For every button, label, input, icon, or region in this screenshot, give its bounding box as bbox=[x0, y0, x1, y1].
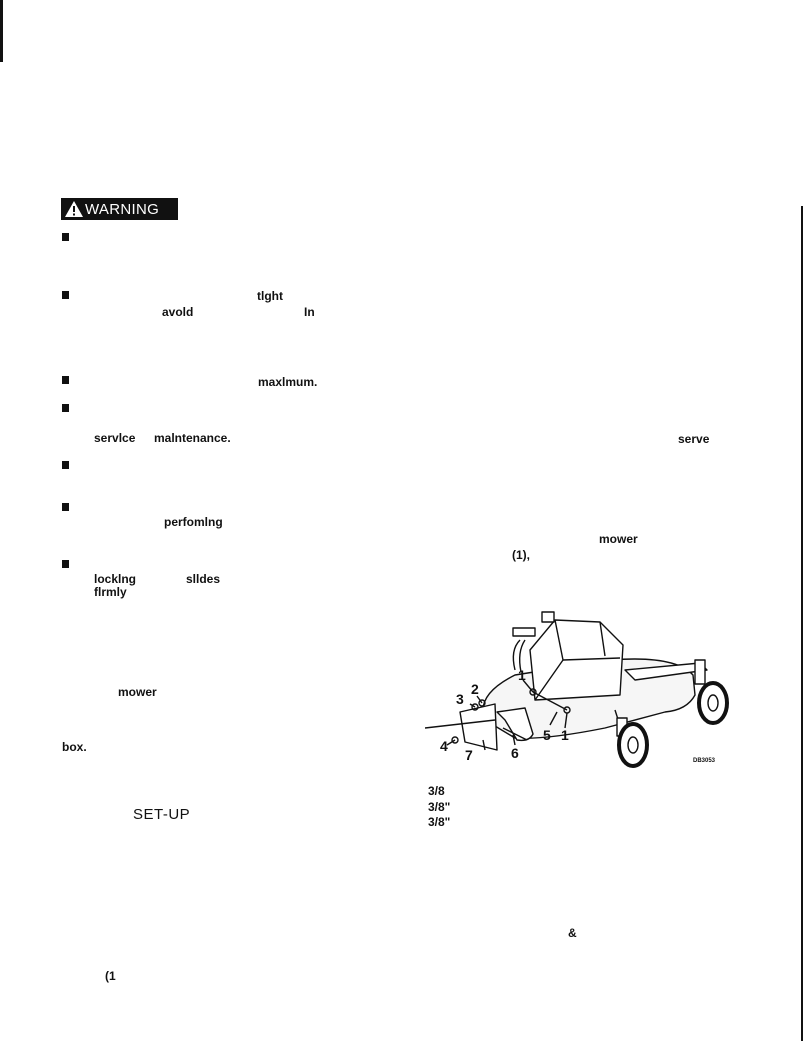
figure-code: DB3053 bbox=[693, 758, 716, 764]
left-edge-bar bbox=[0, 0, 3, 62]
word-avoid: avold bbox=[162, 305, 194, 319]
word-tight: tlght bbox=[257, 289, 283, 303]
parts-list-item: 3/8" bbox=[428, 815, 451, 829]
bullet-5 bbox=[62, 461, 69, 469]
mower-deck-illustration: 1 2 3 4 5 1 6 7 DB3053 bbox=[425, 611, 729, 768]
warning-label: WARNING bbox=[85, 200, 160, 218]
callout-label: 1 bbox=[561, 727, 569, 743]
callout-label: 1 bbox=[518, 667, 526, 683]
bullet-1 bbox=[62, 233, 69, 241]
callout-label: 3 bbox=[456, 691, 464, 707]
callout-label: 5 bbox=[543, 727, 551, 743]
warning-badge: WARNING bbox=[61, 198, 178, 220]
word-firmly: flrmly bbox=[94, 585, 127, 599]
word-item-one: (1), bbox=[512, 548, 530, 562]
word-serve: serve bbox=[678, 432, 710, 446]
word-box: box. bbox=[62, 740, 87, 754]
callout-label: 2 bbox=[471, 681, 479, 697]
bullet-2 bbox=[62, 291, 69, 299]
bullet-4 bbox=[62, 404, 69, 412]
parts-list-item: 3/8 bbox=[428, 784, 445, 798]
callout-label: 4 bbox=[440, 738, 448, 754]
parts-list-item: 3/8" bbox=[428, 800, 451, 814]
word-slides: slldes bbox=[186, 572, 221, 586]
right-edge-bar bbox=[801, 206, 803, 1041]
setup-heading: SET-UP bbox=[133, 806, 191, 823]
warning-triangle-icon bbox=[65, 201, 83, 217]
word-locking: locklng bbox=[94, 572, 137, 586]
bullet-3 bbox=[62, 376, 69, 384]
word-mower-right: mower bbox=[599, 532, 638, 546]
bullet-6 bbox=[62, 503, 69, 511]
word-in: In bbox=[304, 305, 315, 319]
word-service: servlce bbox=[94, 431, 136, 445]
mower-deck-drawing bbox=[425, 611, 729, 768]
word-ampersand: & bbox=[568, 926, 577, 940]
word-performing: perfomlng bbox=[164, 515, 223, 529]
callout-label: 7 bbox=[465, 747, 473, 763]
word-mower-left: mower bbox=[118, 685, 157, 699]
word-maximum: maxlmum. bbox=[258, 375, 318, 389]
bullet-7 bbox=[62, 560, 69, 568]
callout-label: 6 bbox=[511, 745, 519, 761]
word-maintenance: malntenance. bbox=[154, 431, 231, 445]
word-paren-one: (1 bbox=[105, 969, 116, 983]
